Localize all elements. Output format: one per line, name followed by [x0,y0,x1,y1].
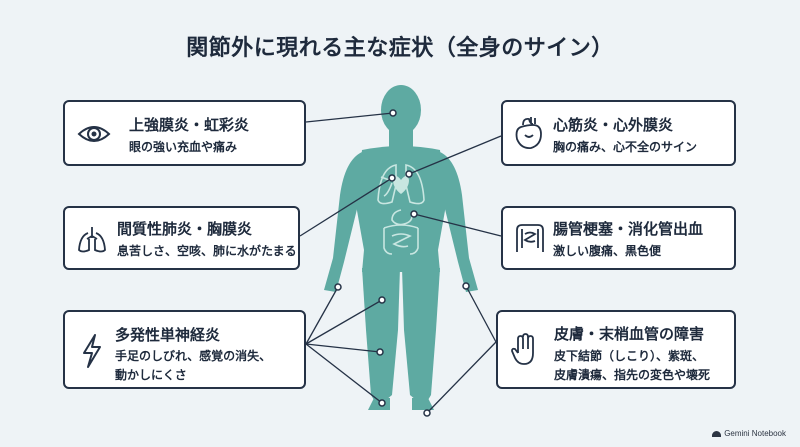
card-description: 激しい腹痛、黒色便 [553,244,662,258]
card-title: 心筋炎・心外膜炎 [553,116,674,134]
connector-dots [334,109,470,417]
connector-lines [299,112,502,414]
brand-watermark: Gemini Notebook [712,429,786,438]
symptom-card-eye: 上強膜炎・虹彩炎 眼の強い充血や痛み [63,100,306,166]
card-description: 眼の強い充血や痛み [129,140,238,154]
intestine-icon [513,222,547,256]
heart-icon [513,115,545,151]
hand-icon [510,331,540,367]
lightning-icon [80,333,104,369]
symptom-card-heart: 心筋炎・心外膜炎 胸の痛み、心不全のサイン [501,100,736,166]
card-title: 上強膜炎・虹彩炎 [129,116,250,134]
organs [377,164,425,255]
body-silhouette [324,85,478,410]
symptom-card-nerve: 多発性単神経炎 手足のしびれ、感覚の消失、 動かしにくさ [63,310,306,389]
card-description: 皮下結節（しこり）、紫斑、 皮膚潰瘍、指先の変色や壊死 [554,349,711,382]
page-title: 関節外に現れる主な症状（全身のサイン） [186,36,614,61]
eye-icon [77,121,111,147]
card-description: 胸の痛み、心不全のサイン [553,140,698,154]
symptom-card-skin: 皮膚・末梢血管の障害 皮下結節（しこり）、紫斑、 皮膚潰瘍、指先の変色や壊死 [496,310,736,389]
lungs-icon [76,224,108,256]
card-description: 手足のしびれ、感覚の消失、 動かしにくさ [115,349,272,382]
card-title: 皮膚・末梢血管の障害 [554,325,705,343]
brand-label: Gemini Notebook [724,429,786,438]
card-title: 間質性肺炎・胸膜炎 [117,220,253,238]
card-description: 息苦しさ、空咳、肺に水がたまる [117,244,297,258]
heart-organ [393,176,409,194]
brand-logo-icon [712,430,722,437]
symptom-card-intestine: 腸管梗塞・消化管出血 激しい腹痛、黒色便 [501,206,736,270]
symptom-card-lung: 間質性肺炎・胸膜炎 息苦しさ、空咳、肺に水がたまる [63,206,300,270]
card-title: 多発性単神経炎 [115,326,221,344]
card-title: 腸管梗塞・消化管出血 [553,220,704,238]
